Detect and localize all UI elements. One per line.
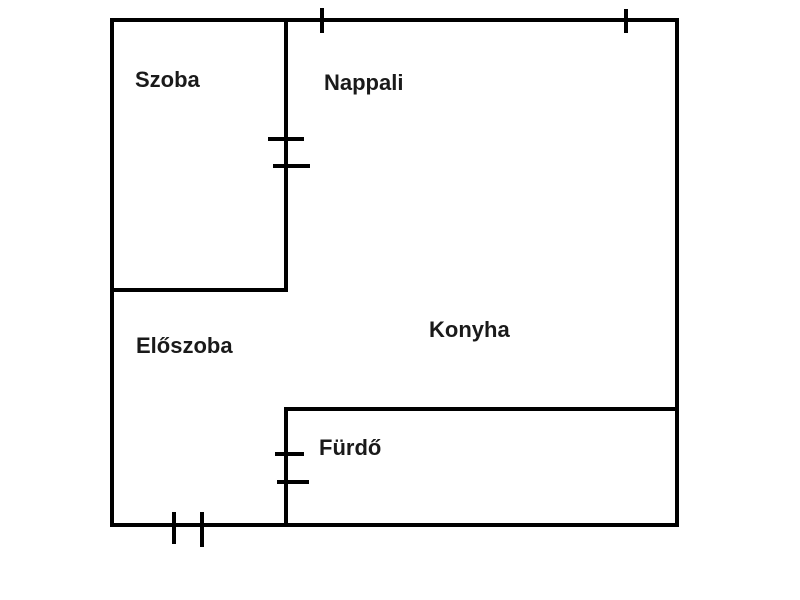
room-label-szoba: Szoba: [135, 67, 201, 92]
openings: [172, 8, 628, 547]
room-label-furdo: Fürdő: [319, 435, 381, 460]
room-label-eloszoba: Előszoba: [136, 333, 233, 358]
room-label-nappali: Nappali: [324, 70, 403, 95]
walls: [110, 18, 679, 527]
room-label-konyha: Konyha: [429, 317, 510, 342]
room-labels: Szoba Nappali Előszoba Konyha Fürdő: [135, 67, 510, 460]
